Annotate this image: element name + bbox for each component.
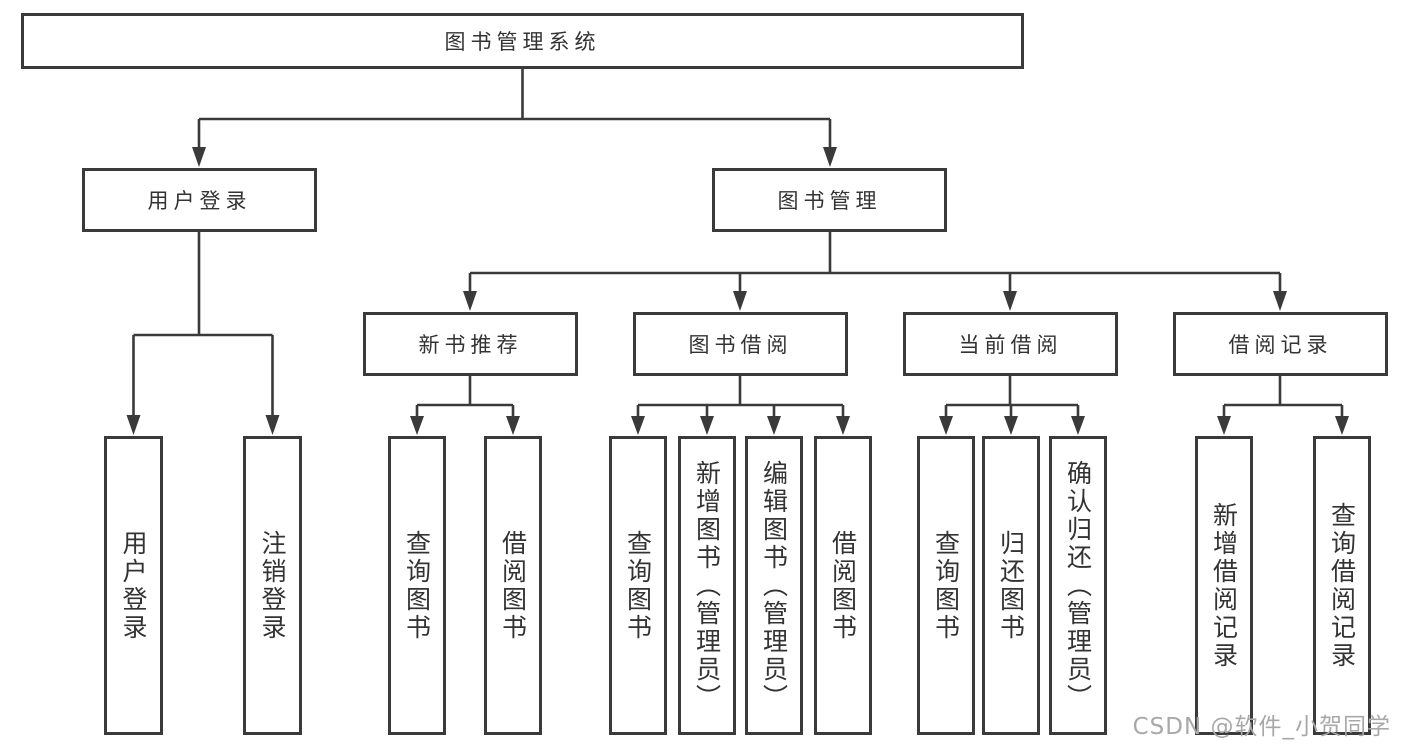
leaf-add-books-admin-label: 新增图书（管理员） (692, 459, 722, 712)
leaf-query-books-2: 查询图书 (609, 436, 667, 735)
leaf-logout-label: 注销登录 (258, 529, 287, 642)
arrowhead (1273, 291, 1287, 311)
node-user-login-branch-label: 用户登录 (147, 189, 252, 213)
arrowhead (1071, 416, 1085, 435)
leaf-query-books-1-label: 查询图书 (402, 529, 432, 642)
node-borrowing-records-label: 借阅记录 (1228, 333, 1333, 357)
leaf-borrow-books-2: 借阅图书 (814, 436, 872, 735)
node-current-borrowing: 当前借阅 (903, 312, 1118, 376)
arrowhead (700, 416, 714, 435)
node-borrowing-records: 借阅记录 (1173, 312, 1388, 376)
csdn-watermark: CSDN @软件_小贺同学 (1132, 714, 1391, 740)
leaf-confirm-return-admin: 确认归还（管理员） (1049, 436, 1107, 735)
arrowhead (126, 415, 141, 435)
arrowhead (939, 416, 953, 435)
leaf-add-borrow-record-label: 新增借阅记录 (1209, 501, 1239, 670)
node-new-book-recommendation-label: 新书推荐 (418, 333, 523, 357)
arrowhead (767, 416, 781, 435)
leaf-user-login: 用户登录 (104, 436, 163, 735)
arrowhead (733, 291, 747, 311)
leaf-query-books-2-label: 查询图书 (623, 529, 653, 642)
node-book-management: 图书管理 (712, 168, 947, 232)
arrowhead (265, 415, 280, 435)
leaf-query-borrow-record-label: 查询借阅记录 (1327, 501, 1357, 670)
leaf-borrow-books-1-label: 借阅图书 (498, 529, 528, 642)
node-new-book-recommendation: 新书推荐 (363, 312, 578, 376)
leaf-add-books-admin: 新增图书（管理员） (678, 436, 736, 735)
arrowhead (1004, 416, 1018, 435)
node-book-borrowing-label: 图书借阅 (688, 333, 793, 357)
arrowhead (1217, 416, 1231, 435)
node-book-management-label: 图书管理 (777, 189, 882, 213)
arrowhead (506, 416, 520, 435)
leaf-borrow-books-1: 借阅图书 (484, 436, 542, 735)
leaf-confirm-return-admin-label: 确认归还（管理员） (1063, 459, 1093, 712)
leaf-query-books-1: 查询图书 (388, 436, 446, 735)
leaf-query-books-3: 查询图书 (917, 436, 975, 735)
leaf-add-borrow-record: 新增借阅记录 (1195, 436, 1253, 735)
node-root-label: 图书管理系统 (444, 30, 601, 54)
arrowhead (1003, 291, 1017, 311)
arrowhead (631, 416, 645, 435)
node-user-login-branch: 用户登录 (82, 168, 317, 232)
leaf-query-borrow-record: 查询借阅记录 (1313, 436, 1371, 735)
leaf-borrow-books-2-label: 借阅图书 (828, 529, 858, 642)
leaf-return-books: 归还图书 (982, 436, 1040, 735)
leaf-return-books-label: 归还图书 (996, 529, 1026, 642)
arrowhead (192, 147, 206, 167)
leaf-logout: 注销登录 (243, 436, 302, 735)
node-book-borrowing: 图书借阅 (633, 312, 848, 376)
arrowhead (410, 416, 424, 435)
node-root: 图书管理系统 (21, 13, 1024, 69)
node-current-borrowing-label: 当前借阅 (958, 333, 1063, 357)
leaf-query-books-3-label: 查询图书 (931, 529, 961, 642)
arrowhead (823, 147, 837, 167)
leaf-edit-books-admin-label: 编辑图书（管理员） (759, 459, 789, 712)
leaf-edit-books-admin: 编辑图书（管理员） (745, 436, 803, 735)
arrowhead (836, 416, 850, 435)
arrowhead (1335, 416, 1349, 435)
leaf-user-login-label: 用户登录 (119, 529, 148, 642)
arrowhead (463, 291, 477, 311)
